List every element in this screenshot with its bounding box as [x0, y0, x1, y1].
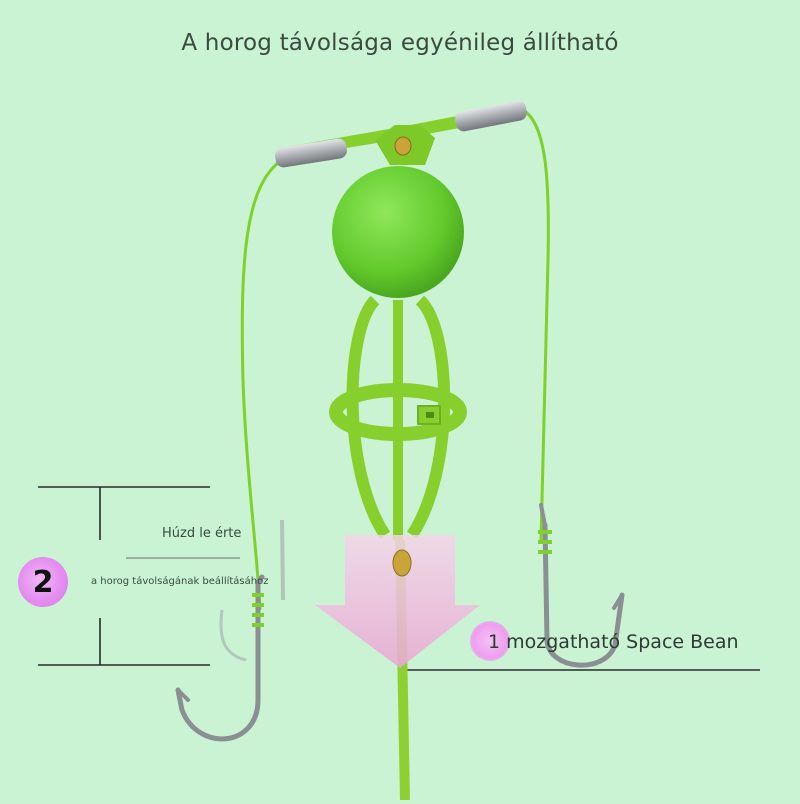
page-title: A horog távolsága egyénileg állítható: [181, 30, 619, 56]
step-badge: 2: [18, 557, 68, 607]
float-ball: [332, 166, 464, 298]
bean-highlight-dot: [470, 621, 510, 661]
right-leader-line: [519, 106, 550, 541]
right-hook: [538, 503, 625, 668]
right-sleeve: [455, 100, 527, 132]
left-sleeve: [275, 138, 347, 168]
space-bean: [392, 549, 412, 577]
pull-hint-line-2: a horog távolságának beállításához: [91, 576, 269, 587]
crossbar: [275, 100, 527, 168]
center-bead: [394, 136, 412, 156]
left-leader-line: [240, 158, 283, 611]
bean-label: 1 mozgatható Space Bean: [488, 631, 739, 653]
pull-down-arrow: [315, 535, 480, 668]
pull-hint-line-1: Húzd le érte: [162, 526, 242, 541]
left-hook: [175, 519, 285, 742]
feeder-cage: [329, 295, 467, 540]
distance-measure-lines: [38, 486, 240, 666]
